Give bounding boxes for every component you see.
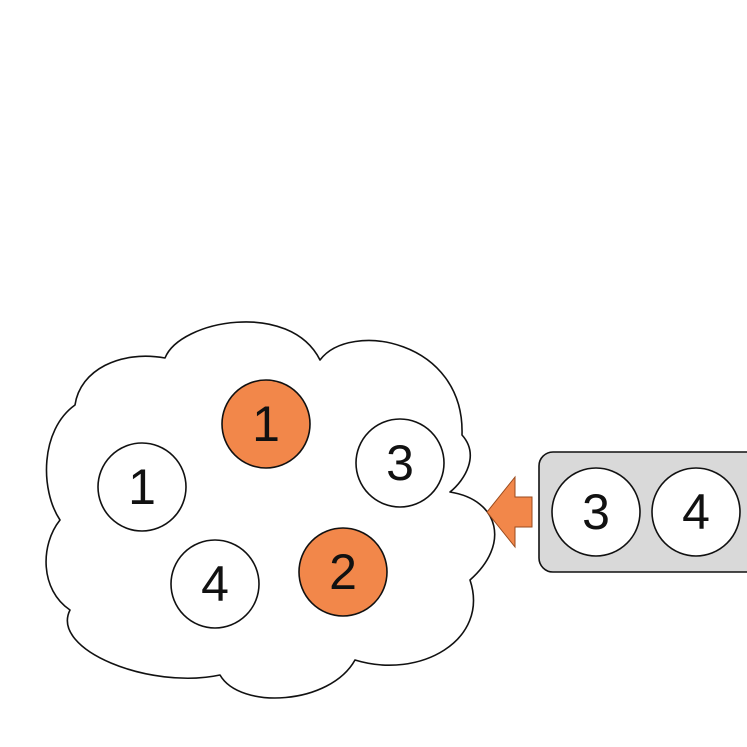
cloud-node-highlighted-2: 2: [298, 527, 388, 617]
node-label: 3: [386, 435, 414, 491]
cloud-shape: [45, 321, 496, 699]
cloud-node-4: 4: [170, 539, 260, 629]
cloud-node-highlighted-1: 1: [221, 379, 311, 469]
node-label: 2: [329, 544, 357, 600]
cloud-node-3: 3: [355, 418, 445, 508]
node-label: 1: [128, 459, 156, 515]
queue-node-3: 3: [551, 467, 641, 557]
node-label: 3: [582, 484, 610, 540]
queue-node-4: 4: [651, 467, 741, 557]
cloud-node-1: 1: [97, 442, 187, 532]
left-arrow-icon: [486, 475, 533, 549]
node-label: 4: [682, 484, 710, 540]
node-label: 1: [252, 396, 280, 452]
node-label: 4: [201, 556, 229, 612]
